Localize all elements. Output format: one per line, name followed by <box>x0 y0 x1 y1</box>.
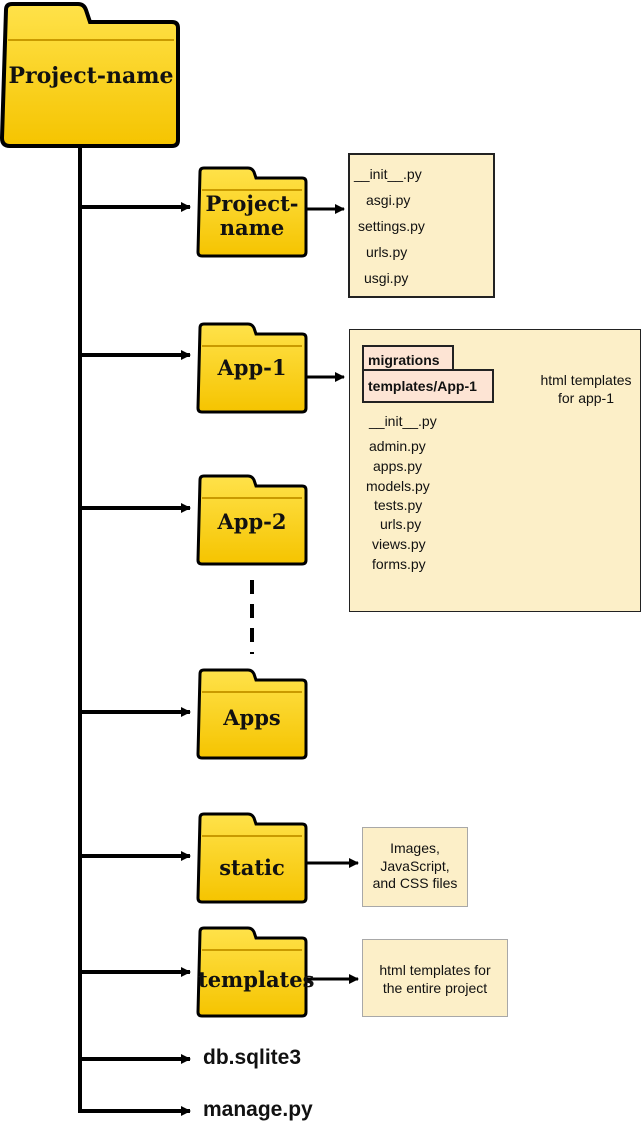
app-file-apps: apps.py <box>373 458 423 474</box>
static-note-line1: Images, <box>390 840 440 856</box>
folder-icon <box>196 812 308 904</box>
static-note-line3: and CSS files <box>372 875 458 891</box>
folder-templates-label: templates <box>198 967 315 992</box>
folder-static-label: static <box>219 855 285 880</box>
app-file-init: __init__.py <box>369 413 437 429</box>
file-manage-py: manage.py <box>203 1098 313 1121</box>
templates-app-1-folder: templates/App-1 <box>362 369 494 403</box>
templates-app-1-note: html templates for app-1 <box>530 372 641 407</box>
app-file-forms: forms.py <box>372 556 426 572</box>
templates-app-1-note-line2: for app-1 <box>557 389 615 406</box>
templates-note-line2: the entire project <box>382 979 488 996</box>
app-file-tests: tests.py <box>374 497 423 513</box>
root-folder-label: Project-name <box>8 63 174 89</box>
static-note-line2: JavaScript, <box>380 857 450 874</box>
static-contents-text: Images, JavaScript, and CSS files <box>362 840 468 893</box>
folder-apps-label: Apps <box>223 705 281 730</box>
root-folder-icon <box>0 2 180 148</box>
folder-app-2-label: App-2 <box>217 509 287 534</box>
folder-icon <box>196 668 308 760</box>
folder-icon <box>196 926 308 1018</box>
project-name-contents-box <box>348 153 495 298</box>
file-asgi: asgi.py <box>366 192 411 208</box>
app-file-models: models.py <box>366 478 430 494</box>
file-init: __init__.py <box>354 166 422 182</box>
templates-app-1-note-line1: html templates <box>540 372 632 388</box>
folder-project-name-line2: name <box>219 215 285 241</box>
folder-icon <box>196 322 308 414</box>
templates-note-line1: html templates for <box>379 962 491 978</box>
app-file-views: views.py <box>372 536 426 552</box>
static-contents-box <box>362 827 468 907</box>
file-db-sqlite3: db.sqlite3 <box>203 1046 302 1069</box>
app-file-urls: urls.py <box>380 516 422 532</box>
folder-project-name-label: Project- name <box>198 191 306 241</box>
folder-app-1-label: App-1 <box>217 355 287 380</box>
folder-project-name-line1: Project- <box>205 191 299 216</box>
app-file-admin: admin.py <box>369 438 426 454</box>
file-usgi: usgi.py <box>364 270 409 286</box>
file-settings: settings.py <box>358 218 425 234</box>
templates-contents-text: html templates for the entire project <box>362 962 508 997</box>
templates-contents-box <box>362 939 508 1017</box>
folder-icon <box>196 166 308 258</box>
folder-icon <box>196 474 308 566</box>
file-urls: urls.py <box>366 244 408 260</box>
